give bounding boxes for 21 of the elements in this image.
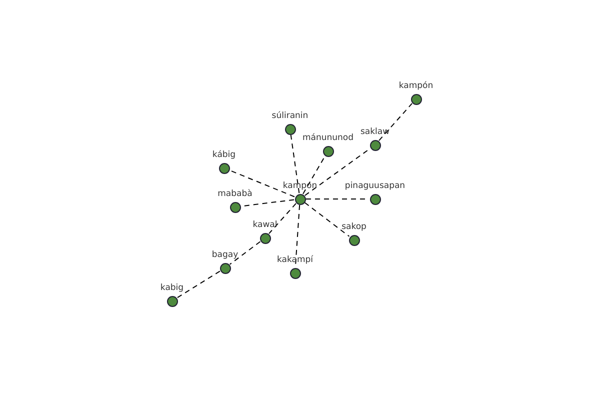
node-label: mánununod — [302, 134, 354, 142]
node-label: pinaguusapan — [344, 182, 406, 190]
node-label: kampon — [282, 182, 318, 190]
node-label: kakampí — [277, 256, 313, 264]
dashed-connector — [229, 241, 261, 265]
node-label: sakop — [342, 222, 366, 231]
node-label: mababà — [218, 190, 252, 198]
node-label: saklaw — [360, 128, 390, 136]
node-label: súliranin — [272, 112, 308, 120]
node-label: kábig — [212, 150, 236, 159]
node-label: kawal — [252, 220, 278, 229]
dashed-connector — [290, 134, 300, 194]
dashed-connector — [302, 156, 326, 194]
dashed-connector — [378, 102, 412, 142]
node-label: bagay — [212, 250, 238, 259]
node-label: kabig — [160, 284, 184, 292]
node-label: kampón — [398, 82, 434, 90]
dashed-connector — [176, 270, 220, 298]
dashed-connector — [268, 202, 296, 234]
dashed-connector — [229, 170, 295, 198]
dashed-connector — [304, 202, 350, 237]
